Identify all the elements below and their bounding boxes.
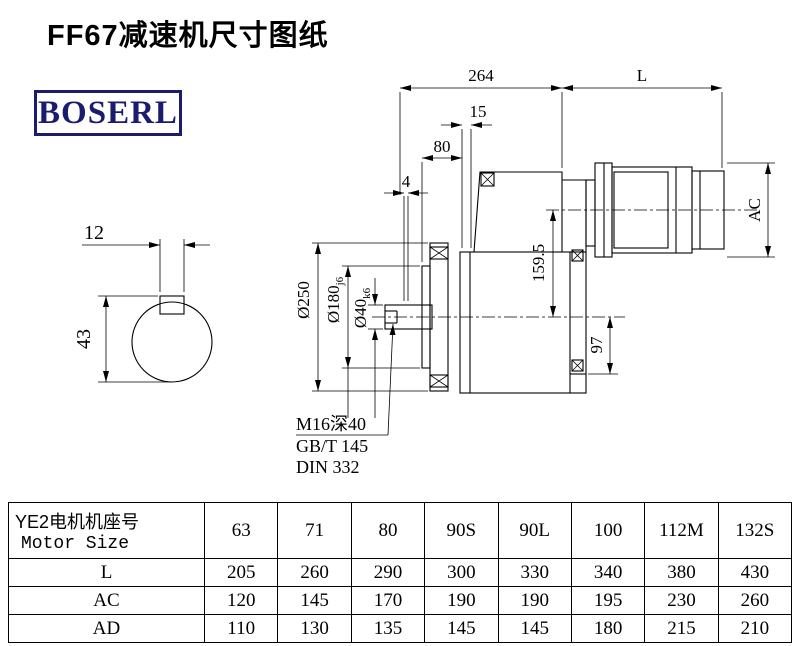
dim-15-label: 15 <box>470 102 487 121</box>
table-cell: 230 <box>644 586 719 615</box>
table-cell: 205 <box>203 558 279 587</box>
housing-lower <box>459 251 587 394</box>
table-cell: 110 <box>203 614 279 643</box>
table-cell: 430 <box>717 558 793 587</box>
bolt-symbol <box>480 172 584 372</box>
main-view <box>372 162 757 394</box>
column-header: 80 <box>350 502 426 559</box>
table-header-en: Motor Size <box>21 533 130 554</box>
row-label: L <box>8 558 205 587</box>
dimension-drawing: 264 L 15 80 4 AC 159.5 97 Ø250 Ø180j6 Ø4… <box>73 66 775 477</box>
table-header-cell: YE2电机机座号 Motor Size <box>8 502 205 559</box>
table-header-row: YE2电机机座号 Motor Size 63 71 80 90S 90L 100… <box>8 502 793 559</box>
table-cell: 300 <box>424 558 499 587</box>
column-header: 71 <box>277 502 352 559</box>
column-header: 90L <box>497 502 572 559</box>
dim-spigot-diameter-label: Ø180j6 <box>324 276 346 323</box>
table-cell: 190 <box>497 586 572 615</box>
note-din-standard: DIN 332 <box>296 457 360 477</box>
note-gb-standard: GB/T 145 <box>296 436 368 456</box>
table-cell: 135 <box>350 614 426 643</box>
column-header: 63 <box>203 502 279 559</box>
note-tapped-hole: M16深40 <box>296 414 366 434</box>
dim-43-label: 43 <box>73 329 95 349</box>
table-row-AC: AC 120 145 170 190 190 195 230 260 <box>8 586 793 615</box>
dim-shaft-diameter-label: Ø40k6 <box>351 287 373 328</box>
table-cell: 170 <box>350 586 426 615</box>
table-cell: 260 <box>717 586 793 615</box>
dim-L-label: L <box>637 66 647 85</box>
logo-text: BOSERL <box>38 94 178 131</box>
table-row-AD: AD 110 130 135 145 145 180 215 210 <box>8 614 793 643</box>
table-cell: 145 <box>497 614 572 643</box>
column-header: 90S <box>424 502 499 559</box>
page-title: FF67减速机尺寸图纸 <box>47 20 329 52</box>
table-cell: 195 <box>570 586 646 615</box>
dim-flange-diameter-label: Ø250 <box>294 281 313 319</box>
dim-264-label: 264 <box>468 66 494 85</box>
table-cell: 180 <box>570 614 646 643</box>
output-shaft <box>384 304 433 330</box>
table-cell: 210 <box>717 614 793 643</box>
column-header: 112M <box>644 502 719 559</box>
housing-upper <box>473 171 587 253</box>
table-cell: 330 <box>497 558 572 587</box>
dim-4-label: 4 <box>402 172 411 191</box>
dim-80-label: 80 <box>434 137 451 156</box>
mounting-flange <box>429 242 449 392</box>
table-header-cn: YE2电机机座号 <box>15 511 140 532</box>
table-cell: 215 <box>644 614 719 643</box>
table-cell: 260 <box>277 558 352 587</box>
dim-AC-label: AC <box>745 198 764 222</box>
table-row-L: L 205 260 290 300 330 340 380 430 <box>8 558 793 587</box>
row-label: AD <box>8 614 205 643</box>
table-cell: 145 <box>277 586 352 615</box>
column-header: 132S <box>717 502 793 559</box>
table-cell: 380 <box>644 558 719 587</box>
motor-fan-cowl <box>691 170 725 250</box>
dim-159.5-label: 159.5 <box>529 244 548 282</box>
keyway <box>159 295 185 315</box>
motor-fins <box>613 171 669 249</box>
dimension-lines <box>296 85 775 436</box>
boserl-logo: BOSERL <box>34 90 182 136</box>
motor-adapter <box>585 179 596 247</box>
dim-97-label: 97 <box>587 336 606 354</box>
dim-12-label: 12 <box>84 222 104 244</box>
table-cell: 190 <box>424 586 499 615</box>
motor-size-table: YE2电机机座号 Motor Size 63 71 80 90S 90L 100… <box>8 502 793 643</box>
shaft-section-view <box>82 239 213 383</box>
row-label: AC <box>8 586 205 615</box>
table-cell: 130 <box>277 614 352 643</box>
column-header: 100 <box>570 502 646 559</box>
table-cell: 290 <box>350 558 426 587</box>
table-cell: 120 <box>203 586 279 615</box>
table-cell: 340 <box>570 558 646 587</box>
table-cell: 145 <box>424 614 499 643</box>
